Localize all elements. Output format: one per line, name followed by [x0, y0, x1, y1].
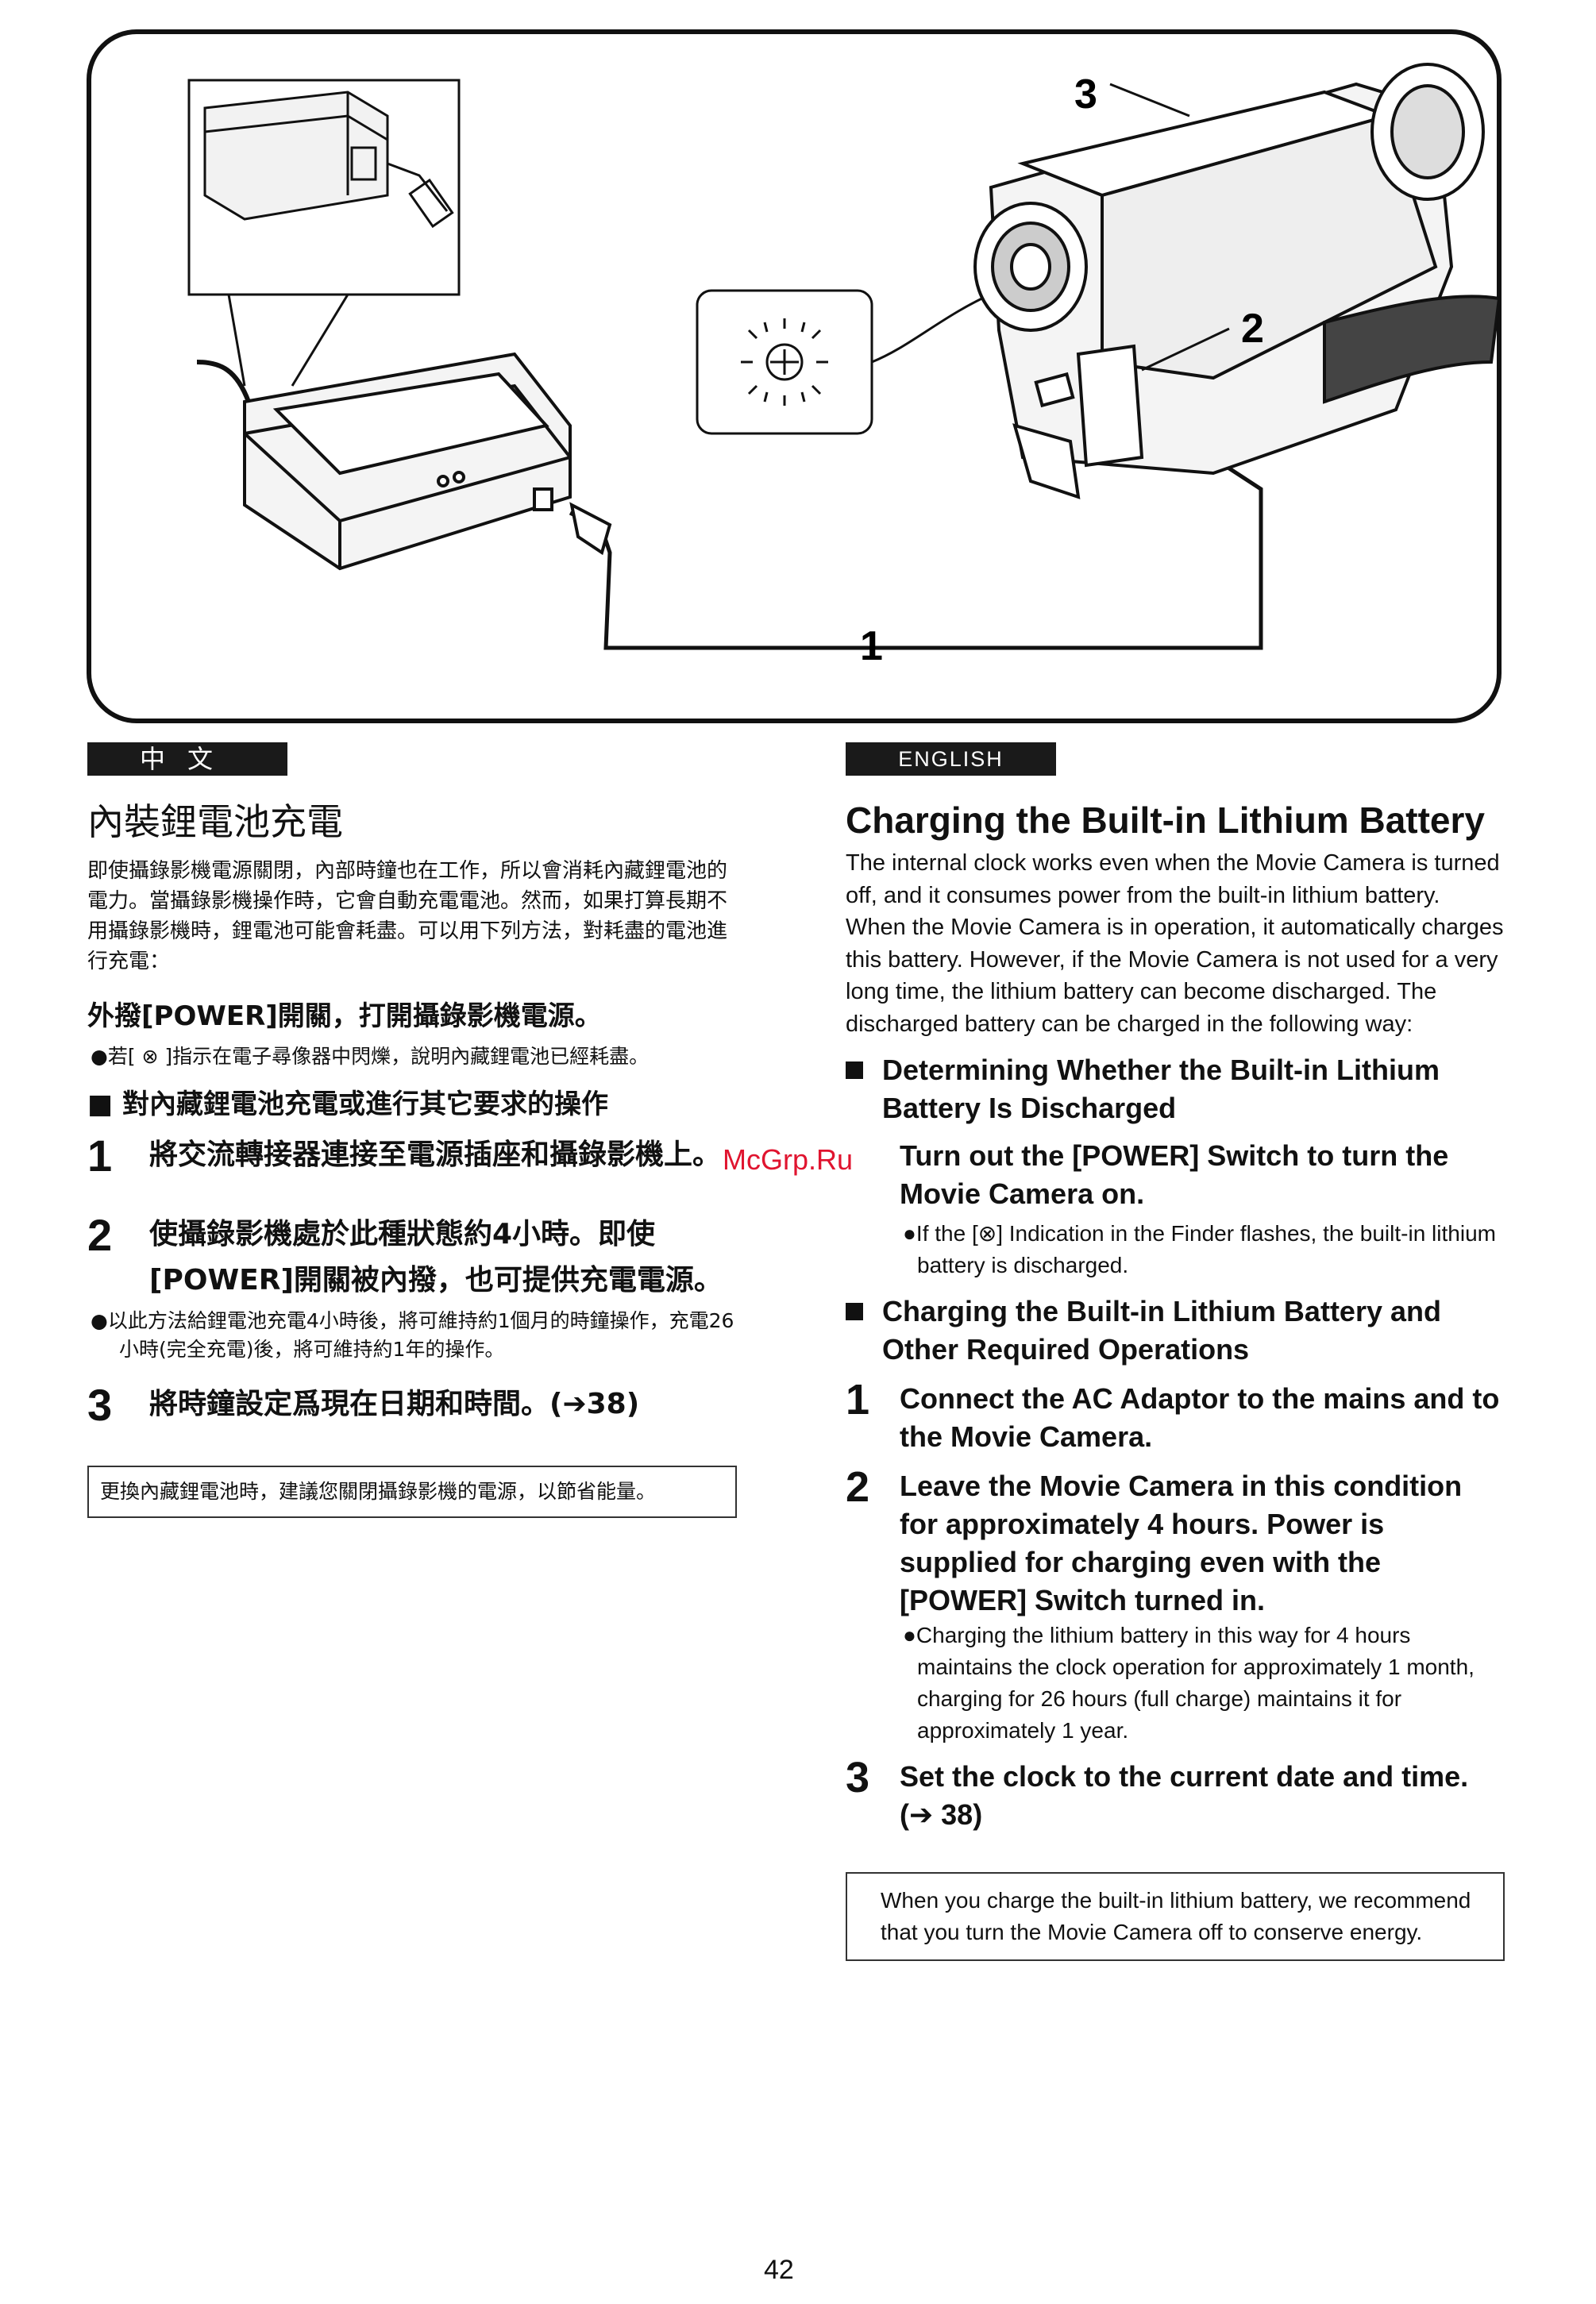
power-cord — [196, 360, 251, 403]
lithium-battery-indicator-icon — [741, 318, 828, 406]
en-note-box: When you charge the built-in lithium bat… — [846, 1872, 1505, 1961]
zh-intro: 即使攝錄影機電源關閉，內部時鐘也在工作，所以會消耗內藏鋰電池的電力。當攝錄影機操… — [87, 858, 728, 973]
en-step-3-text: Set the clock to the current date and ti… — [900, 1760, 1469, 1831]
illustration-svg: 3 2 1 — [87, 29, 1502, 723]
zh-step-1-number: 1 — [87, 1130, 113, 1181]
en-step-2-number: 2 — [846, 1463, 870, 1511]
callout-1: 1 — [860, 623, 883, 669]
charging-illustration: 3 2 1 — [86, 29, 1502, 727]
zh-note-box: 更換內藏鋰電池時，建議您關閉攝錄影機的電源，以節省能量。 — [87, 1465, 737, 1518]
en-step-1: 1 Connect the AC Adaptor to the mains an… — [846, 1376, 1505, 1456]
zh-step-2-bullet: ●以此方法給鋰電池充電4小時後，將可維持約1個月的時鐘操作，充電26小時(完全充… — [91, 1308, 734, 1361]
en-step-3-number: 3 — [846, 1754, 870, 1801]
en-title: Charging the Built-in Lithium Battery — [846, 799, 1485, 841]
en-step-2: 2 Leave the Movie Camera in this conditi… — [846, 1463, 1505, 1620]
illustration-frame — [87, 29, 1502, 723]
en-section-1-title: Determining Whether the Built-in Lithium… — [882, 1054, 1440, 1124]
en-step-1-number: 1 — [846, 1376, 870, 1424]
zh-step-3: 3 將時鐘設定爲現在日期和時間。(➔38) — [87, 1381, 738, 1429]
zoom-line-left — [227, 294, 246, 387]
zh-step-2: 2 使攝錄影機處於此種狀態約4小時。即使[POWER]開關被內撥，也可提供充電電… — [87, 1209, 738, 1304]
watermark: McGrp.Ru — [723, 1143, 854, 1176]
en-step-2-bullet: ●Charging the lithium battery in this wa… — [903, 1623, 1475, 1743]
zoom-line-right — [291, 294, 349, 387]
en-section-2-title: Charging the Built-in Lithium Battery an… — [882, 1295, 1441, 1366]
en-power-bullet: ●If the [⊗] Indication in the Finder fla… — [903, 1221, 1496, 1277]
zh-step-2-text: 使攝錄影機處於此種狀態約4小時。即使[POWER]開關被內撥，也可提供充電電源。 — [149, 1217, 723, 1296]
adaptor-closeup — [203, 91, 454, 229]
square-bullet-icon — [846, 1061, 863, 1079]
zh-title: 內裝鋰電池充電 — [87, 800, 343, 843]
en-step-1-text: Connect the AC Adaptor to the mains and … — [900, 1382, 1500, 1453]
zh-step-1: 1 將交流轉接器連接至電源插座和攝錄影機上。 — [87, 1130, 738, 1181]
en-intro: The internal clock works even when the M… — [846, 850, 1504, 1037]
zh-power-instruction: 外撥[POWER]開關，打開攝錄影機電源。 — [87, 1000, 602, 1032]
en-power-instruction: Turn out the [POWER] Switch to turn the … — [900, 1139, 1449, 1210]
movie-camera — [973, 63, 1502, 499]
dc-plug — [569, 502, 612, 556]
callout-2: 2 — [1241, 306, 1264, 352]
en-step-2-text: Leave the Movie Camera in this condition… — [900, 1470, 1463, 1616]
ac-adaptor — [243, 352, 572, 571]
callout-3-leader — [1109, 83, 1190, 118]
zh-step-2-number: 2 — [87, 1209, 113, 1260]
page-number: 42 — [764, 2255, 794, 2285]
zh-step-3-text: 將時鐘設定爲現在日期和時間。(➔38) — [149, 1387, 640, 1420]
chinese-language-tab: 中文 — [87, 742, 287, 776]
zh-section-title: ■ 對內藏鋰電池充電或進行其它要求的操作 — [87, 1088, 608, 1120]
zh-step-1-text: 將交流轉接器連接至電源插座和攝錄影機上。 — [149, 1138, 722, 1171]
en-section-2: Charging the Built-in Lithium Battery an… — [846, 1293, 1505, 1369]
english-column: ENGLISH Charging the Built-in Lithium Ba… — [846, 742, 1505, 1961]
callout-3: 3 — [1074, 71, 1097, 118]
indicator-leader-line — [871, 289, 1000, 364]
en-section-1: Determining Whether the Built-in Lithium… — [846, 1051, 1505, 1127]
zh-step-3-number: 3 — [87, 1379, 113, 1430]
square-bullet-icon — [846, 1303, 863, 1320]
chinese-column: 中文 內裝鋰電池充電 即使攝錄影機電源關閉，內部時鐘也在工作，所以會消耗內藏鋰電… — [87, 742, 738, 1518]
zh-power-bullet: ●若[ ⊗ ]指示在電子尋像器中閃爍，說明內藏鋰電池已經耗盡。 — [91, 1044, 650, 1068]
english-language-tab: ENGLISH — [846, 742, 1056, 776]
en-step-3: 3 Set the clock to the current date and … — [846, 1754, 1505, 1834]
callout-2-leader — [1141, 327, 1230, 372]
